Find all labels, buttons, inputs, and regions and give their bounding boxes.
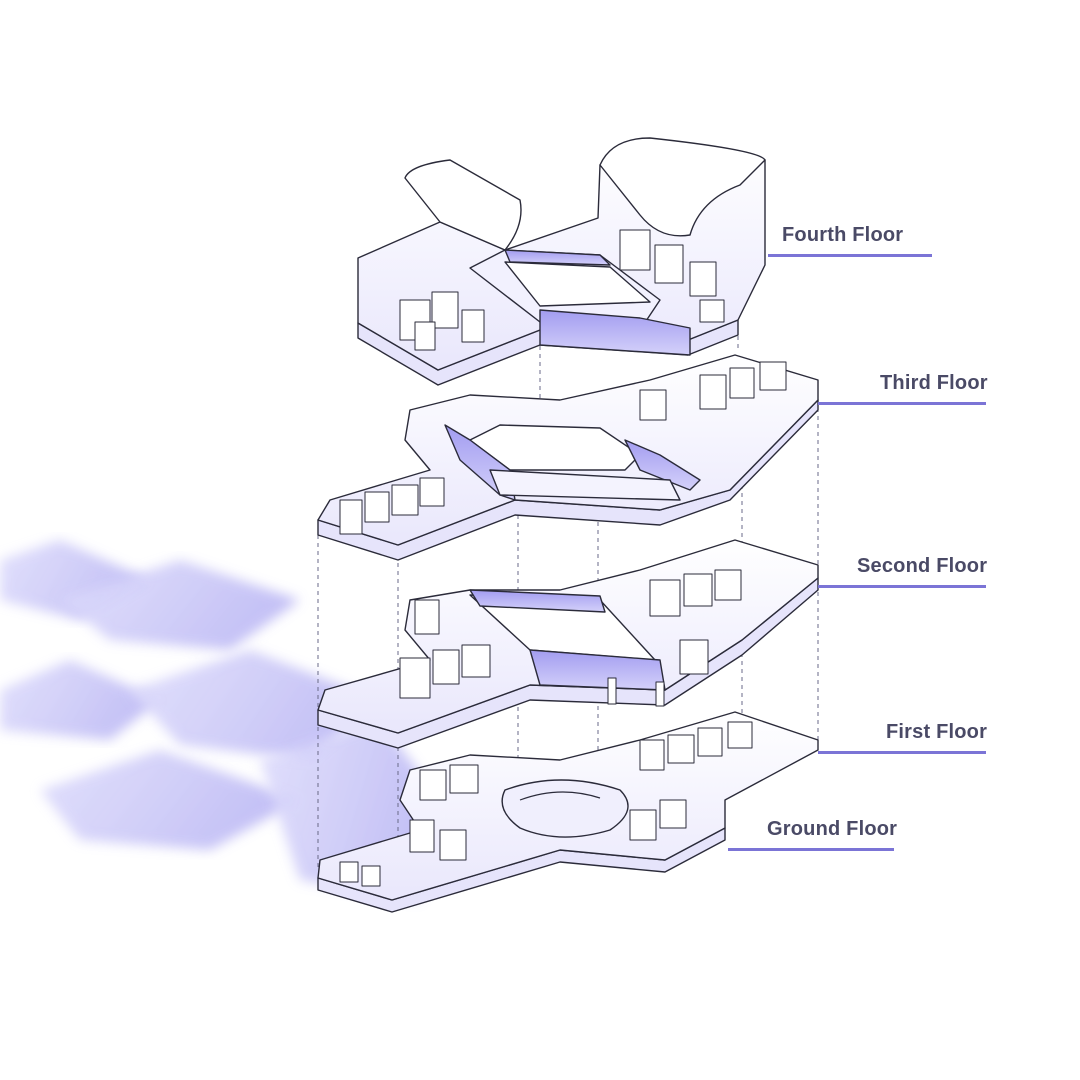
label-fourth-floor: Fourth Floor bbox=[782, 224, 904, 246]
fourth-floor-model bbox=[357, 137, 766, 386]
ground-floor-model bbox=[317, 711, 819, 913]
label-ground-floor: Ground Floor bbox=[767, 818, 898, 840]
label-line-fourth-floor bbox=[768, 254, 932, 257]
label-line-third-floor bbox=[818, 402, 986, 405]
label-second-floor: Second Floor bbox=[857, 555, 988, 577]
label-line-second-floor bbox=[818, 585, 986, 588]
second-floor-model bbox=[317, 539, 819, 749]
third-floor-model bbox=[317, 354, 819, 561]
label-line-ground-floor bbox=[728, 848, 894, 851]
label-line-first-floor bbox=[818, 751, 986, 754]
label-third-floor: Third Floor bbox=[880, 372, 988, 394]
label-first-floor: First Floor bbox=[886, 721, 988, 743]
